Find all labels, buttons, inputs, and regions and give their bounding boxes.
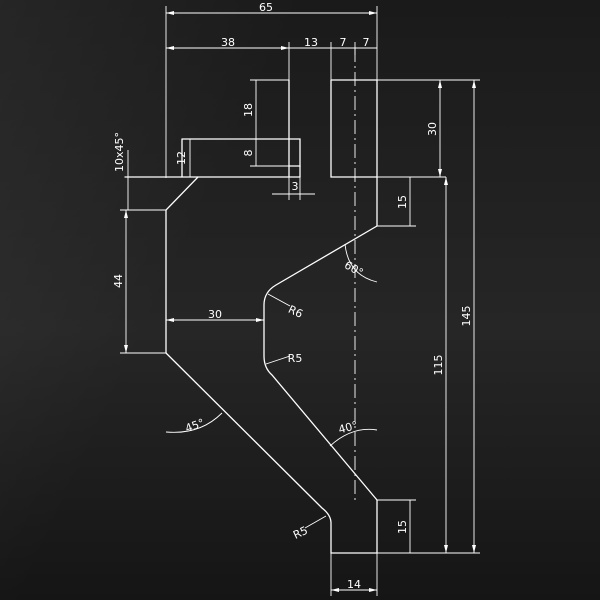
- outline-left-body: [165, 176, 301, 354]
- dim-right-upper-step: 15: [396, 195, 409, 209]
- outline-slot: [288, 79, 301, 178]
- dim-left-vertical: 44: [112, 274, 125, 288]
- dim-inner-height: 115: [432, 355, 445, 376]
- dimension-labels: 65 38 13 7 7 18 8 12 3 10x45° 44 30 R6 R…: [112, 1, 473, 591]
- dim-top-mid-segment: 13: [304, 36, 318, 49]
- dim-bottom-width: 14: [347, 578, 361, 591]
- dim-right-lower-step: 15: [396, 520, 409, 534]
- outline-top-flange: [330, 79, 378, 227]
- dim-inner-offset: 30: [208, 308, 222, 321]
- dim-slot-gap: 3: [292, 180, 299, 193]
- dim-fillet-upper: R6: [286, 303, 305, 321]
- dim-overall-height: 145: [460, 306, 473, 327]
- dim-fillet-bottom: R5: [291, 524, 310, 542]
- arrowheads: [124, 11, 476, 592]
- dim-angle-left: 45°: [183, 416, 206, 435]
- dim-slot-depth: 18: [242, 103, 255, 117]
- outline-boss: [181, 138, 301, 178]
- dim-top-left-segment: 38: [221, 36, 235, 49]
- dim-top-seg-a: 7: [340, 36, 347, 49]
- dim-chamfer: 10x45°: [113, 132, 126, 172]
- dimension-lines: [120, 6, 480, 596]
- dim-overall-width: 65: [259, 1, 273, 14]
- dim-angle-lower: 40°: [337, 419, 359, 437]
- dim-slot-height: 8: [242, 150, 255, 157]
- outline-lower-diagonal: [165, 352, 378, 554]
- dim-fillet-lower: R5: [288, 352, 303, 365]
- outline-inner-pocket: [263, 225, 378, 501]
- dim-top-seg-b: 7: [363, 36, 370, 49]
- dim-boss-height: 12: [175, 151, 188, 165]
- dim-right-top-height: 30: [426, 122, 439, 136]
- dim-angle-upper: 60°: [342, 258, 365, 279]
- part-outline: [124, 79, 378, 554]
